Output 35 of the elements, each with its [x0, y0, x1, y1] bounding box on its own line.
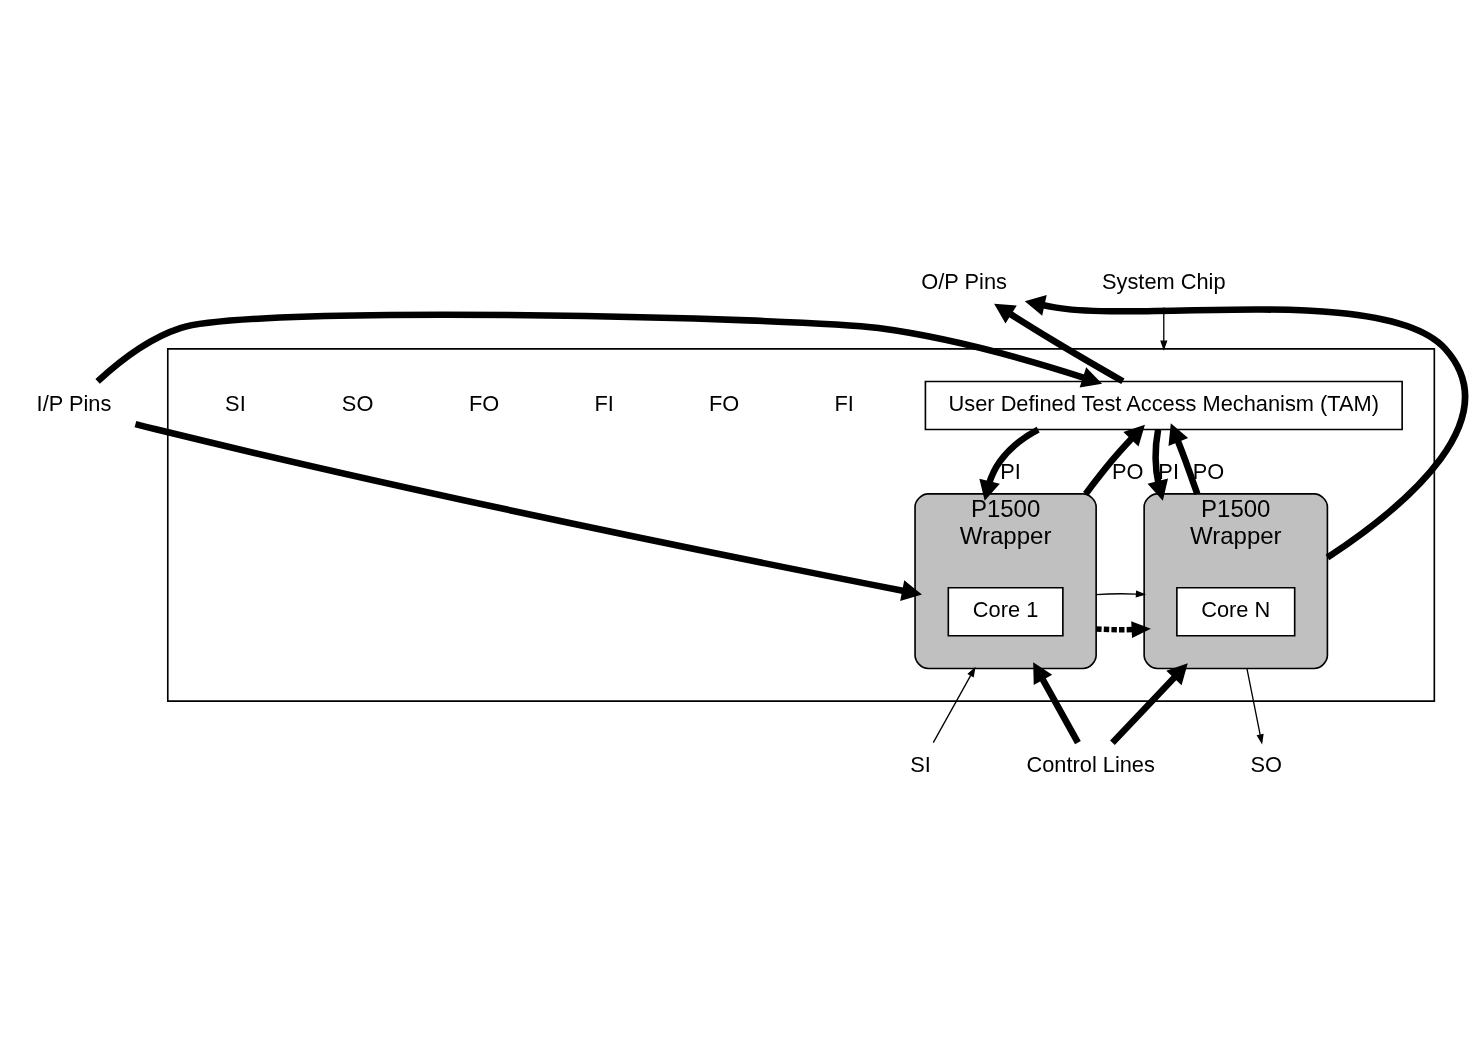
- label: FI: [594, 390, 614, 416]
- arrow: [979, 426, 1040, 501]
- arrow: [932, 666, 976, 743]
- cluster: [166, 347, 1436, 702]
- label: SI: [225, 390, 246, 416]
- arrow: [1110, 662, 1188, 745]
- node-text: SI: [910, 751, 931, 777]
- label: FO: [709, 390, 740, 416]
- node-box: Core 1: [947, 586, 1064, 637]
- label: SO: [341, 390, 374, 416]
- node-box: Core N: [1176, 586, 1296, 637]
- node-text: SO: [1250, 751, 1283, 777]
- arrow: [994, 303, 1125, 384]
- arrow: [1033, 661, 1081, 744]
- edge-label: PI: [1158, 458, 1179, 484]
- node-text: O/P Pins: [921, 268, 1007, 294]
- arrow: [95, 311, 1103, 387]
- edge-label: PO: [1112, 458, 1144, 484]
- arrow: [1160, 306, 1168, 351]
- label: FO: [469, 390, 500, 416]
- edge-label: PI: [1000, 458, 1021, 484]
- arrow: [1083, 424, 1145, 496]
- arrow: [1024, 294, 1468, 560]
- arrow: [134, 420, 922, 601]
- arrow: [1246, 667, 1264, 745]
- edge-label: PO: [1192, 458, 1225, 484]
- arrow: [1095, 589, 1147, 598]
- node-text: Control Lines: [1026, 751, 1155, 777]
- node-text: System Chip: [1102, 268, 1226, 294]
- arrow: [1095, 620, 1151, 638]
- arrow: [1147, 428, 1169, 501]
- label: FI: [834, 390, 854, 416]
- node-text: I/P Pins: [36, 390, 112, 416]
- arrow: [1168, 422, 1201, 495]
- node-box: User Defined Test Access Mechanism (TAM): [924, 380, 1403, 430]
